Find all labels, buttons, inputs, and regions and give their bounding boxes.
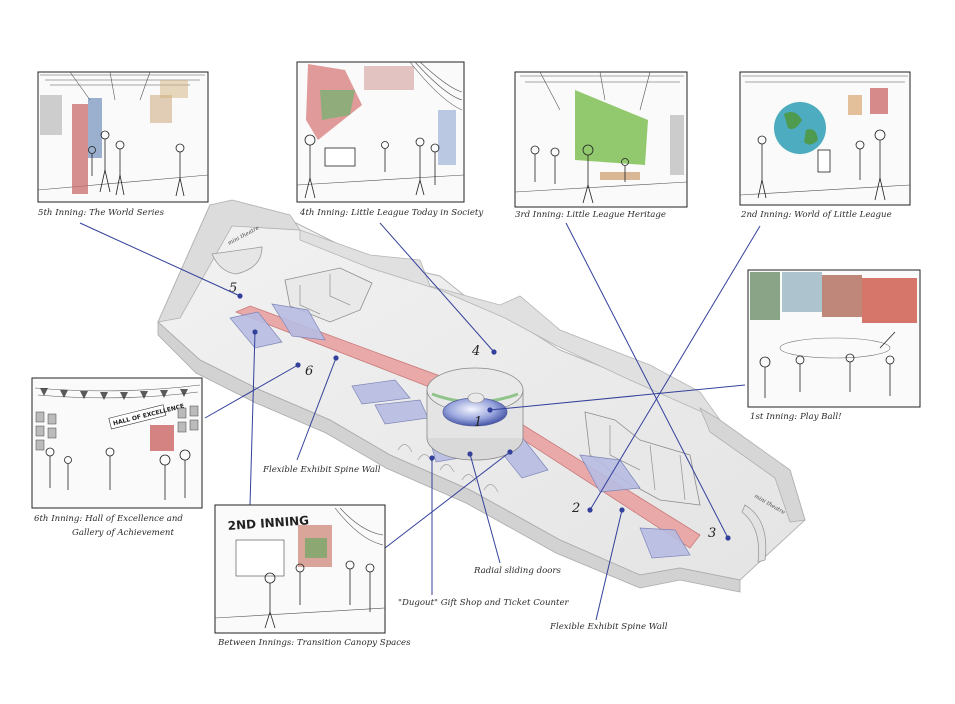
caption-spine-wall-left: Flexible Exhibit Spine Wall xyxy=(263,465,381,475)
plan-number-6: 6 xyxy=(305,364,313,379)
mini-theatre-right xyxy=(741,504,767,563)
caption-6th-inning-line2: Gallery of Achievement xyxy=(72,528,174,538)
leader-lines xyxy=(79,222,761,621)
caption-4th-inning: 4th Inning: Little League Today in Socie… xyxy=(300,208,484,218)
caption-between-innings: Between Innings: Transition Canopy Space… xyxy=(218,638,411,648)
plan-number-2: 2 xyxy=(571,501,580,516)
caption-2nd-inning: 2nd Inning: World of Little League xyxy=(741,210,892,220)
sketch-4th-inning xyxy=(296,61,465,203)
caption-5th-inning: 5th Inning: The World Series xyxy=(38,208,164,218)
inning-sign-text: 2ND INNING xyxy=(227,513,309,533)
caption-dugout: "Dugout" Gift Shop and Ticket Counter xyxy=(398,598,569,608)
left-rooms xyxy=(284,267,373,323)
plan-number-5: 5 xyxy=(229,281,237,296)
leader-dots xyxy=(237,293,731,541)
caption-6th-inning-line1: 6th Inning: Hall of Excellence and xyxy=(34,514,183,524)
mini-theatre-left xyxy=(211,246,263,275)
plan-number-3: 3 xyxy=(708,526,716,541)
building-right-wall xyxy=(699,407,806,523)
sketch-3rd-inning xyxy=(514,71,688,208)
caption-1st-inning: 1st Inning: Play Ball! xyxy=(750,412,842,422)
plan-number-1: 1 xyxy=(474,415,482,430)
sketch-1st-inning xyxy=(747,269,921,408)
caption-spine-wall-right: Flexible Exhibit Spine Wall xyxy=(550,622,668,632)
sketch-between-innings: 2ND INNING xyxy=(214,504,386,634)
sketch-2nd-inning xyxy=(739,71,911,206)
sketch-5th-inning xyxy=(37,71,209,203)
central-rotunda xyxy=(426,367,524,461)
floor-plan: mini theatre mini theatre xyxy=(157,199,806,593)
plan-number-4: 4 xyxy=(471,344,480,359)
building-outer-wall xyxy=(157,199,301,323)
building-front-wall xyxy=(157,321,741,593)
sketch-6th-inning: HALL OF EXCELLENCE xyxy=(31,377,203,509)
building-rear-wall xyxy=(299,229,722,421)
caption-3rd-inning: 3rd Inning: Little League Heritage xyxy=(515,210,666,220)
caption-radial-doors: Radial sliding doors xyxy=(474,566,561,576)
